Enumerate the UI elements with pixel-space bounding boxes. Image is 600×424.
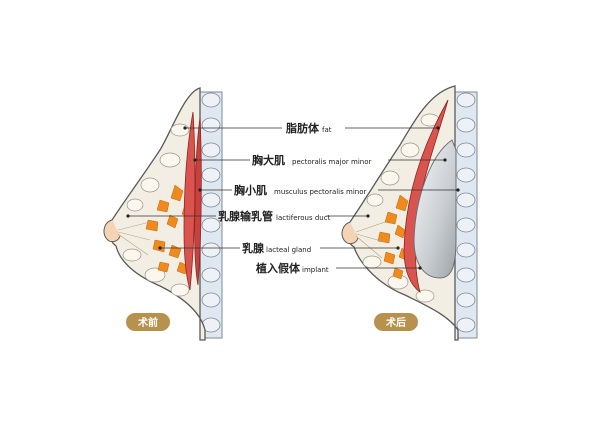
after-illustration xyxy=(341,85,478,341)
label-implant-en: implant xyxy=(302,266,329,274)
callout-fat: 脂肪体 fat xyxy=(183,121,440,135)
badge-before: 术前 xyxy=(126,313,170,331)
label-pectoralis-minor-en: musculus pectoralis minor xyxy=(274,188,366,196)
label-lactiferous-duct-en: lactiferous duct xyxy=(276,214,331,222)
callout-pectoralis-major: 胸大肌 pectoralis major minor xyxy=(193,153,447,167)
badge-after-text: 术后 xyxy=(385,316,406,329)
nipple-after xyxy=(341,221,359,245)
callout-implant: 植入假体 implant xyxy=(255,261,422,275)
implant-shape xyxy=(413,139,457,279)
label-pectoralis-minor-zh: 胸小肌 xyxy=(234,183,267,197)
nipple-before xyxy=(103,219,121,243)
label-fat-zh: 脂肪体 xyxy=(285,121,320,135)
label-lactiferous-duct-zh: 乳腺输乳管 xyxy=(218,209,273,223)
before-illustration xyxy=(103,87,223,341)
label-pectoralis-major-zh: 胸大肌 xyxy=(252,153,285,167)
label-pectoralis-major-en: pectoralis major minor xyxy=(292,158,371,166)
pectoralis-major-before xyxy=(183,111,196,291)
label-fat-en: fat xyxy=(322,126,332,134)
label-implant-zh: 植入假体 xyxy=(255,261,301,275)
badge-before-text: 术前 xyxy=(137,316,158,329)
callout-pectoralis-minor: 胸小肌 musculus pectoralis minor xyxy=(198,183,460,197)
callout-lacteal-gland: 乳腺 lacteal gland xyxy=(158,241,400,255)
label-lacteal-gland-zh: 乳腺 xyxy=(242,241,265,255)
callout-lactiferous-duct: 乳腺输乳管 lactiferous duct xyxy=(126,209,370,223)
badge-after: 术后 xyxy=(374,313,418,331)
label-lacteal-gland-en: lacteal gland xyxy=(266,246,311,254)
